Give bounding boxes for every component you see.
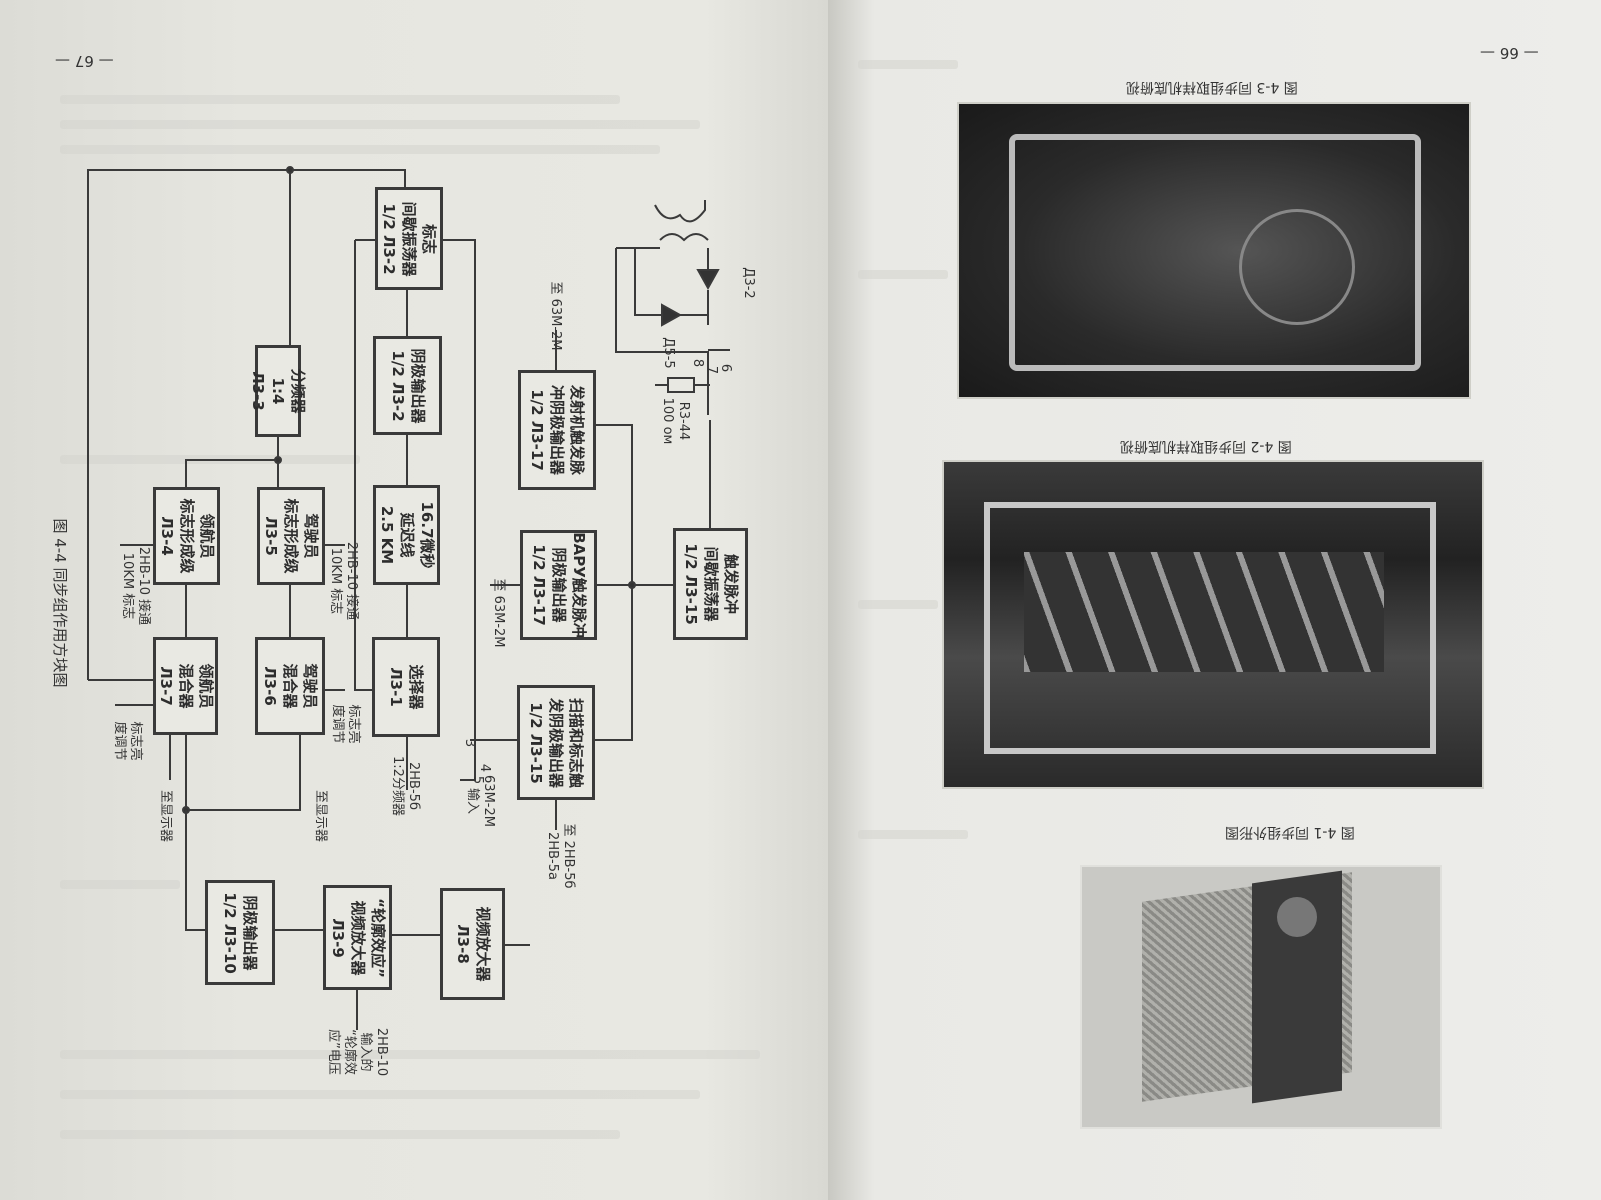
right-page: — 66 — 图 4-3 同步组取样机底俯视 图 4-2 同步组取样机底俯视 图… <box>828 0 1601 1200</box>
pin-6: 6 <box>718 363 733 373</box>
label-to-display-2: 至显示器 <box>313 789 328 842</box>
photo-unit-exterior <box>1080 865 1442 1129</box>
figure-caption-4-3: 图 4-3 同步组取样机底俯视 <box>1126 79 1298 95</box>
label-diode-d5-5: Д5-5 <box>661 337 676 369</box>
label-diode-d3-2: Д3-2 <box>741 267 756 299</box>
figure-caption: 图 4-4 同步组作用方块图 <box>51 518 69 688</box>
pin-5: 5 <box>470 775 485 785</box>
pin-7: 7 <box>704 365 719 375</box>
label-to-63m-2m-top: 至 63М-2М <box>548 281 563 351</box>
page-number: — 66 — <box>1480 44 1539 62</box>
photo-chassis-bottom-view <box>942 460 1484 789</box>
label-to-display-1: 至显示器 <box>158 789 173 842</box>
figure-caption-4-2: 图 4-2 同步组取样机底俯视 <box>1120 438 1292 454</box>
pin-8: 8 <box>690 358 705 368</box>
pin-3: 3 <box>462 738 477 748</box>
label-brightness-pilot: 标志亮度调节 <box>330 704 361 744</box>
figure-caption-4-1: 图 4-1 同步组外形图 <box>1225 824 1355 840</box>
block-diagram-wires <box>87 166 730 1030</box>
label-to-63m-2m-varu: 至 63М-2М <box>491 578 506 648</box>
label-brightness-navigator: 标志亮度调节 <box>112 721 143 761</box>
photo-chassis-top-view <box>957 102 1471 399</box>
